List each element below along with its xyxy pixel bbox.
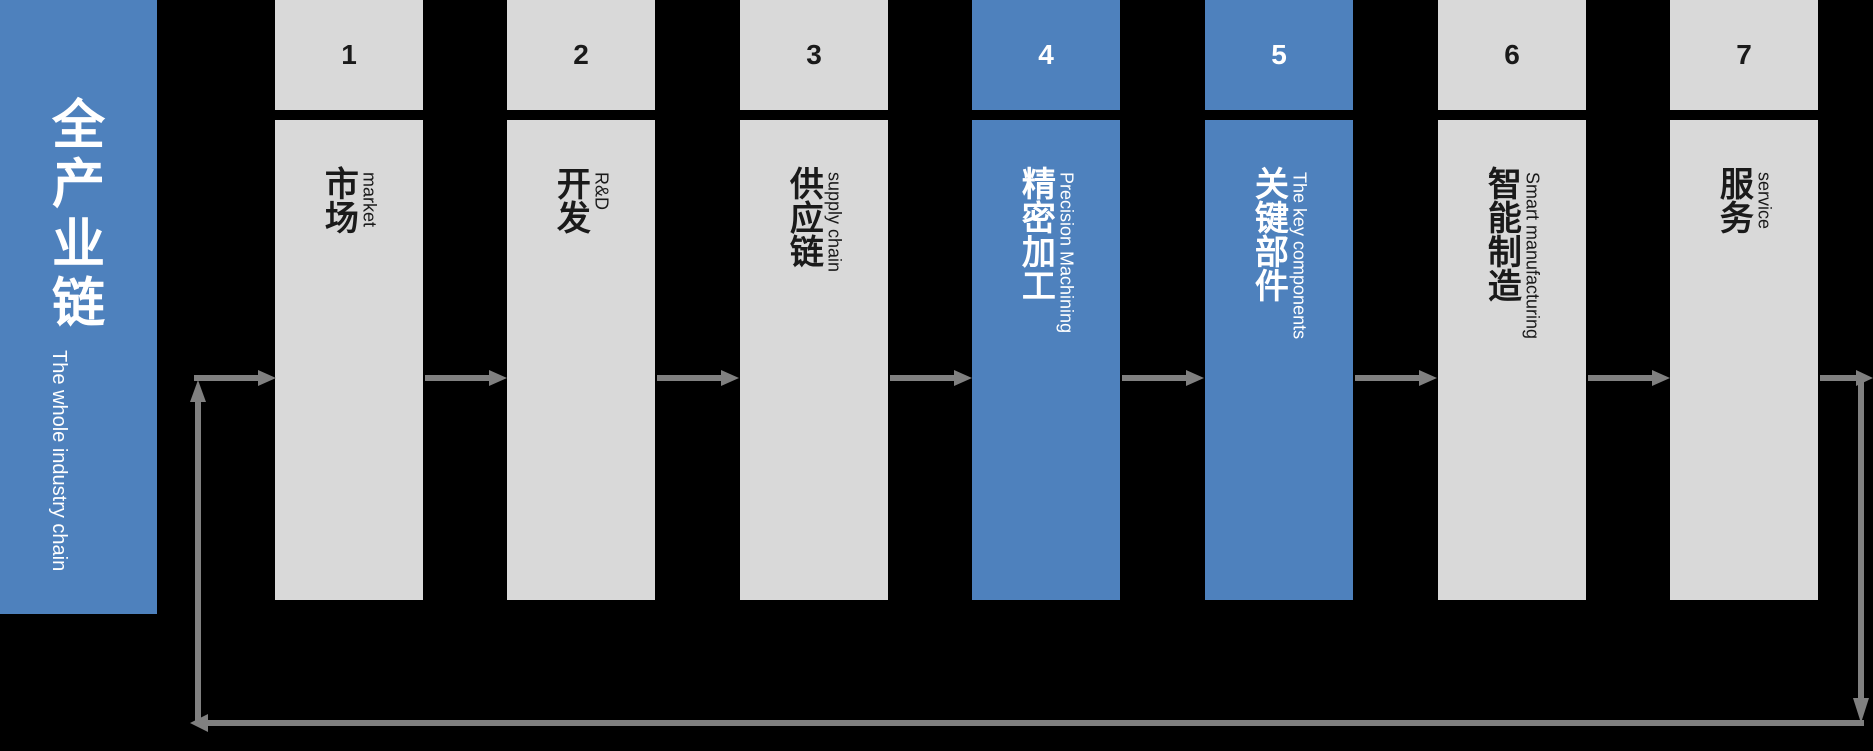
stage-1-label-cn: 市场 xyxy=(319,166,358,234)
stage-4-body: 精密加工 Precision Machining xyxy=(972,120,1120,600)
stage-3-label-cn: 供应链 xyxy=(784,166,823,268)
arrow-stage-4-to-stage-5 xyxy=(1122,369,1204,387)
arrow-stage-3-to-stage-4 xyxy=(890,369,972,387)
stage-4-number: 4 xyxy=(972,0,1120,110)
stage-5-body: 关键部件 The key components xyxy=(1205,120,1353,600)
stage-2-body: 开发 R&D xyxy=(507,120,655,600)
banner-whole-industry-chain: 全 产 业 链 The whole industry chain xyxy=(0,0,157,614)
stage-5-label-cn: 关键部件 xyxy=(1249,166,1288,302)
arrow-loop-to-stage-1 xyxy=(194,369,276,387)
stage-1-body: 市场 market xyxy=(275,120,423,600)
stage-1-number: 1 xyxy=(275,0,423,110)
stage-5[interactable]: 5 关键部件 The key components xyxy=(1205,0,1353,600)
stage-5-number: 5 xyxy=(1205,0,1353,110)
stage-2-label-en: R&D xyxy=(591,172,612,211)
banner-title-cn: 全 产 业 链 xyxy=(0,96,157,333)
stage-6-number: 6 xyxy=(1438,0,1586,110)
stage-3[interactable]: 3 供应链 supply chain xyxy=(740,0,888,600)
stage-7-label-cn: 服务 xyxy=(1714,166,1753,234)
stage-2-number: 2 xyxy=(507,0,655,110)
stage-6-label-en: Smart manufacturing xyxy=(1522,172,1543,340)
stage-4-label-cn: 精密加工 xyxy=(1016,166,1055,302)
stage-6-label-cn: 智能制造 xyxy=(1482,166,1521,302)
stage-5-label-en: The key components xyxy=(1289,172,1310,340)
stage-2[interactable]: 2 开发 R&D xyxy=(507,0,655,600)
stage-3-label-en: supply chain xyxy=(824,172,845,273)
stage-4[interactable]: 4 精密加工 Precision Machining xyxy=(972,0,1120,600)
stage-3-number: 3 xyxy=(740,0,888,110)
stage-1[interactable]: 1 市场 market xyxy=(275,0,423,600)
banner-title-char-3: 业 xyxy=(52,214,105,274)
feedback-loop-path xyxy=(190,378,1873,738)
arrow-stage-6-to-stage-7 xyxy=(1588,369,1670,387)
stage-1-label-en: market xyxy=(359,172,380,228)
stage-3-body: 供应链 supply chain xyxy=(740,120,888,600)
stage-7-label-en: service xyxy=(1754,172,1775,230)
arrow-stage-5-to-stage-6 xyxy=(1355,369,1437,387)
stage-7-body: 服务 service xyxy=(1670,120,1818,600)
stage-2-label-cn: 开发 xyxy=(551,166,590,234)
stage-4-label-en: Precision Machining xyxy=(1056,172,1077,334)
banner-title-char-2: 产 xyxy=(52,155,105,215)
banner-title-char-1: 全 xyxy=(52,96,105,155)
stage-6[interactable]: 6 智能制造 Smart manufacturing xyxy=(1438,0,1586,600)
stage-7-number: 7 xyxy=(1670,0,1818,110)
banner-subtitle-en: The whole industry chain xyxy=(47,350,70,572)
banner-title-char-4: 链 xyxy=(52,274,105,334)
stage-6-body: 智能制造 Smart manufacturing xyxy=(1438,120,1586,600)
stage-7[interactable]: 7 服务 service xyxy=(1670,0,1818,600)
arrow-stage-2-to-stage-3 xyxy=(657,369,739,387)
arrow-stage-1-to-stage-2 xyxy=(425,369,507,387)
